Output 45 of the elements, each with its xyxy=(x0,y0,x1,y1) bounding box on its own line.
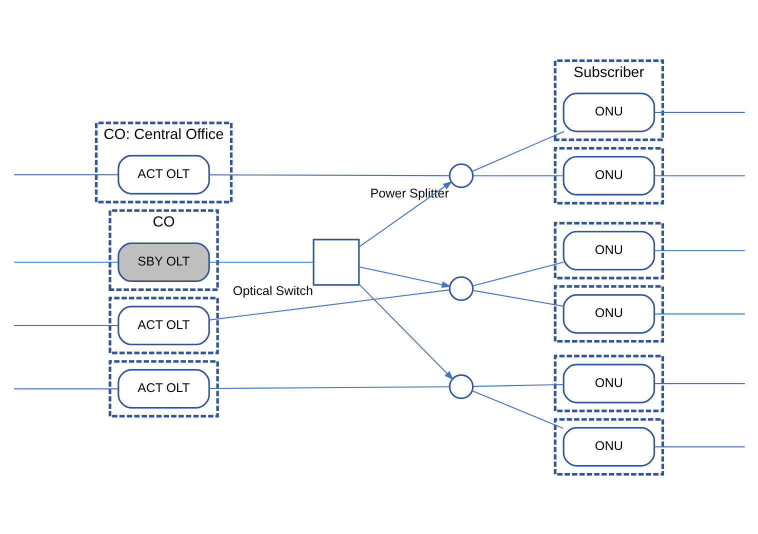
node-circle xyxy=(448,374,474,399)
cluster xyxy=(553,284,664,342)
node-box: ONU xyxy=(562,155,655,195)
connector xyxy=(654,111,744,112)
connector xyxy=(14,261,118,262)
cluster xyxy=(108,360,218,418)
connector xyxy=(14,324,118,326)
node-box: ACT OLT xyxy=(117,154,210,194)
connector xyxy=(14,174,118,175)
connector xyxy=(14,388,118,389)
node-circle xyxy=(448,276,474,300)
connector xyxy=(472,289,563,306)
node-box xyxy=(312,238,360,286)
connector xyxy=(208,174,449,176)
connector xyxy=(654,174,744,176)
node-label: Optical Switch xyxy=(232,284,313,298)
node-box: ACT OLT xyxy=(117,368,210,408)
connector xyxy=(654,250,744,251)
connector xyxy=(208,261,313,262)
node-box: ONU xyxy=(562,294,655,334)
connector xyxy=(472,261,564,286)
arrow xyxy=(358,180,452,247)
connector xyxy=(208,288,449,320)
cluster xyxy=(553,418,664,476)
arrow xyxy=(358,266,451,288)
connector xyxy=(654,312,744,314)
connector xyxy=(208,386,449,389)
node-circle xyxy=(448,162,474,188)
cluster xyxy=(553,146,664,204)
connector xyxy=(472,383,563,386)
node-box: SBY OLT xyxy=(117,242,210,282)
node-box: ONU xyxy=(562,92,655,132)
node-box: ACT OLT xyxy=(117,305,210,345)
cluster xyxy=(108,296,218,354)
connector xyxy=(654,382,744,384)
connector xyxy=(654,446,744,447)
connector xyxy=(472,390,564,428)
node-box: ONU xyxy=(562,426,655,466)
node-box: ONU xyxy=(562,363,655,403)
arrow xyxy=(358,283,454,380)
connector xyxy=(472,130,564,172)
node-box: ONU xyxy=(562,230,655,270)
connector xyxy=(472,174,563,176)
cluster xyxy=(553,354,664,412)
cluster xyxy=(553,221,664,279)
